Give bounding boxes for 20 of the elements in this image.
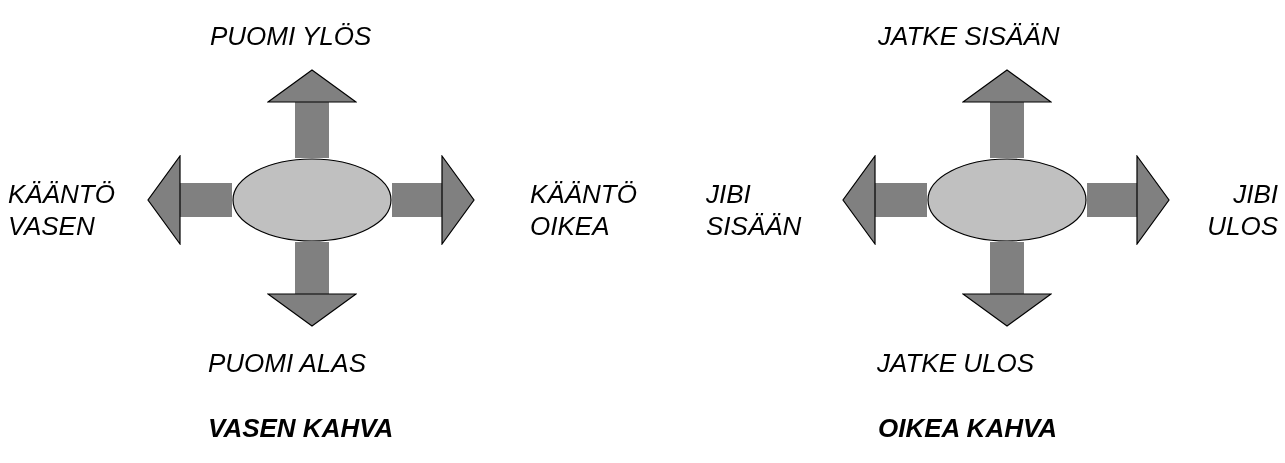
direction-label: KÄÄNTÖ VASEN — [8, 178, 115, 242]
handle-caption: OIKEA KAHVA — [878, 412, 1058, 444]
block-arrow — [842, 155, 927, 245]
joystick-ellipse — [232, 158, 392, 242]
block-arrow — [1087, 155, 1170, 245]
direction-label: PUOMI ALAS — [208, 347, 366, 379]
block-arrow — [962, 69, 1052, 158]
block-arrow — [267, 242, 357, 327]
handle-caption: VASEN KAHVA — [208, 412, 394, 444]
direction-label: JIBI SISÄÄN — [706, 178, 802, 242]
direction-label: JATKE SISÄÄN — [878, 20, 1060, 52]
block-arrow — [392, 155, 475, 245]
direction-label: JIBI ULOS — [1207, 178, 1278, 242]
block-arrow — [962, 242, 1052, 327]
direction-label: PUOMI YLÖS — [210, 20, 372, 52]
joystick-ellipse — [927, 158, 1087, 242]
direction-label: JATKE ULOS — [877, 347, 1034, 379]
block-arrow — [147, 155, 232, 245]
block-arrow — [267, 69, 357, 158]
direction-label: KÄÄNTÖ OIKEA — [530, 178, 637, 242]
